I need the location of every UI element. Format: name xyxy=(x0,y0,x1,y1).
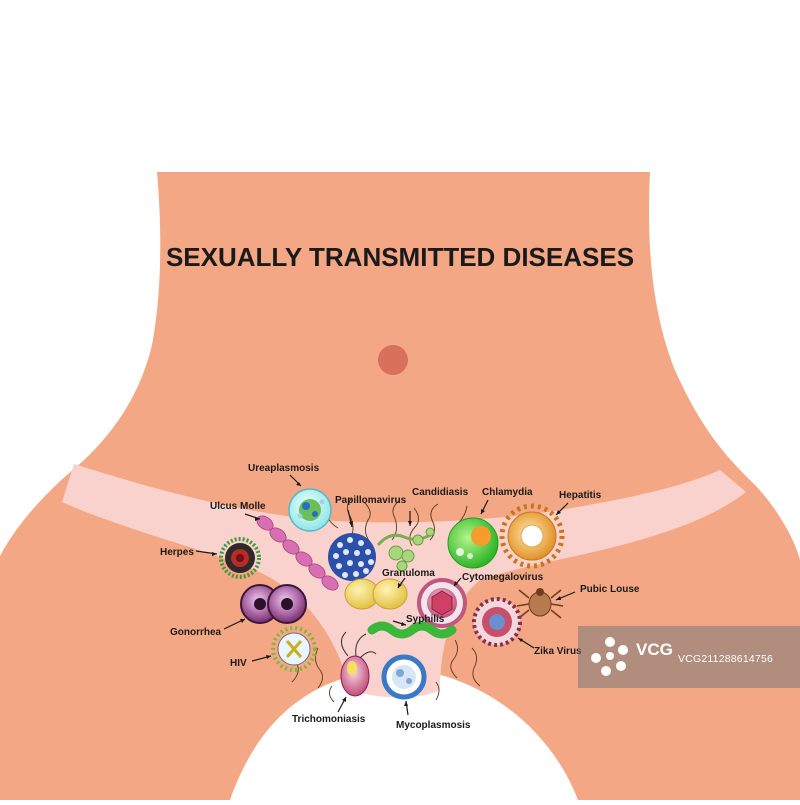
label-pubic-louse: Pubic Louse xyxy=(580,584,640,595)
watermark-image-id: VCG211288614756 xyxy=(678,653,774,665)
papillomavirus-microbe xyxy=(328,533,376,581)
underwear-band xyxy=(62,464,746,698)
label-cytomegalovirus: Cytomegalovirus xyxy=(462,572,544,583)
chlamydia-microbe xyxy=(447,517,499,569)
label-zika-virus: Zika Virus xyxy=(534,646,582,657)
syphilis-microbe xyxy=(367,621,457,639)
ulcus-molle-microbe xyxy=(256,515,339,591)
label-hepatitis: Hepatitis xyxy=(559,490,602,501)
trichomoniasis-microbe xyxy=(340,631,377,697)
label-gonorrhea: Gonorrhea xyxy=(170,627,222,638)
hepatitis-microbe xyxy=(499,503,565,569)
label-ulcus-molle: Ulcus Molle xyxy=(210,501,266,512)
label-mycoplasmosis: Mycoplasmosis xyxy=(396,720,471,731)
label-trichomoniasis: Trichomoniasis xyxy=(292,714,366,725)
label-granuloma: Granuloma xyxy=(382,568,435,579)
diagram-title: SEXUALLY TRANSMITTED DISEASES xyxy=(166,242,634,272)
pubic-louse-microbe xyxy=(516,588,564,619)
candidiasis-microbe xyxy=(376,527,435,572)
label-hiv: HIV xyxy=(230,658,247,669)
label-herpes: Herpes xyxy=(160,547,194,558)
ureaplasmosis-microbe xyxy=(288,488,332,532)
mycoplasmosis-microbe xyxy=(381,654,427,700)
watermark-brand: VCG xyxy=(636,640,673,659)
label-chlamydia: Chlamydia xyxy=(482,487,533,498)
herpes-microbe xyxy=(219,537,261,579)
hiv-microbe xyxy=(271,626,317,672)
pointer-arrows xyxy=(195,474,576,716)
label-ureaplasmosis: Ureaplasmosis xyxy=(248,463,320,474)
vcg-logo-icon xyxy=(591,637,628,676)
zika-virus-microbe xyxy=(472,597,522,647)
label-papillomavirus: Papillomavirus xyxy=(335,495,407,506)
watermark: VCG VCG211288614756 xyxy=(578,626,800,688)
navel xyxy=(378,345,408,375)
label-syphilis: Syphilis xyxy=(406,614,445,625)
gonorrhea-microbe xyxy=(240,584,307,624)
label-candidiasis: Candidiasis xyxy=(412,487,469,498)
cytomegalovirus-microbe xyxy=(417,578,467,628)
